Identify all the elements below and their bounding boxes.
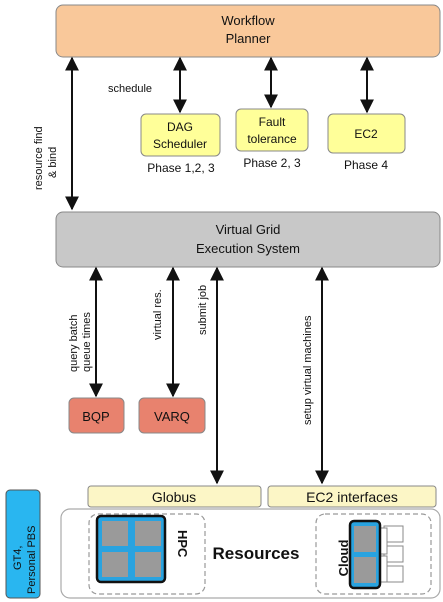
workflow-planner-box bbox=[55, 4, 441, 58]
ec2-box bbox=[327, 113, 406, 154]
side-tag-line2: Personal PBS bbox=[26, 526, 38, 594]
cloud-label: Cloud bbox=[336, 540, 351, 577]
hpc-group bbox=[88, 513, 206, 595]
vges-subtitle: Execution System bbox=[196, 241, 300, 256]
dag-scheduler-line2: Scheduler bbox=[153, 137, 207, 151]
dag-phase-label: Phase 1,2, 3 bbox=[147, 161, 215, 175]
ec2-phase-label: Phase 4 bbox=[344, 158, 388, 172]
globus-label: Globus bbox=[152, 489, 196, 505]
cloud-cluster-icon bbox=[348, 519, 382, 590]
schedule-label: schedule bbox=[108, 83, 152, 95]
hpc-label: HPC bbox=[175, 530, 190, 558]
ec2-interfaces-label: EC2 interfaces bbox=[306, 489, 398, 505]
varq-label: VARQ bbox=[154, 409, 190, 424]
cloud-group bbox=[315, 513, 432, 595]
bqp-label: BQP bbox=[82, 409, 109, 424]
hpc-cluster-icon bbox=[95, 514, 167, 584]
resources-title: Resources bbox=[213, 544, 300, 563]
dag-scheduler-line1: DAG bbox=[167, 120, 193, 134]
fault-tolerance-line1: Fault bbox=[259, 115, 286, 129]
globus-box bbox=[87, 485, 262, 508]
query-batch-label: query batch bbox=[68, 315, 80, 372]
bqp-box bbox=[68, 397, 125, 434]
vges-title: Virtual Grid bbox=[216, 222, 281, 237]
ec2-label: EC2 bbox=[354, 127, 378, 141]
fault-tolerance-line2: tolerance bbox=[247, 132, 297, 146]
side-tag-line1: GT4, bbox=[12, 546, 24, 570]
varq-box bbox=[138, 397, 206, 434]
workflow-planner-subtitle: Planner bbox=[226, 31, 271, 46]
resource-bind-label: & bind bbox=[47, 147, 59, 178]
dag-scheduler-box bbox=[140, 113, 221, 157]
submit-job-label: submit job bbox=[197, 285, 209, 335]
queue-times-label: queue times bbox=[81, 312, 93, 372]
side-tag bbox=[5, 489, 41, 599]
vges-box bbox=[55, 211, 441, 268]
workflow-planner-title: Workflow bbox=[221, 13, 275, 28]
ec2-interfaces-box bbox=[267, 485, 437, 508]
fault-tolerance-box bbox=[235, 108, 309, 152]
virtual-res-label: virtual res. bbox=[152, 289, 164, 340]
fault-phase-label: Phase 2, 3 bbox=[243, 156, 301, 170]
setup-vms-label: setup virtual machines bbox=[302, 315, 314, 425]
resource-find-label: resource find bbox=[33, 126, 45, 190]
